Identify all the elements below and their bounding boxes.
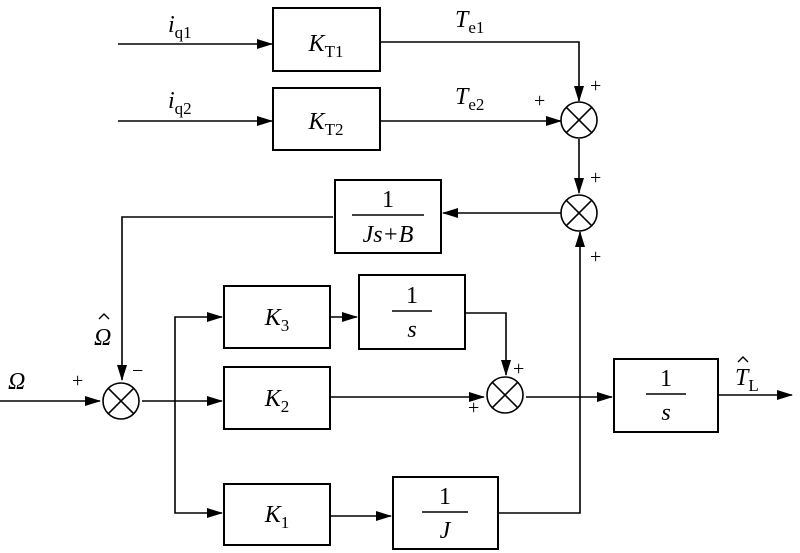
label-omega: Ω [8,369,25,395]
wire-omega-hat-feedback [117,216,333,381]
block-integrator-2: 1 s [613,358,719,433]
kt2-main: K [308,109,327,135]
k1-main: K [264,502,283,528]
label-te2: Te2 [455,84,484,114]
block-k1: K1 [223,483,331,546]
wire-branch-k1 [174,401,223,518]
sign-observer-top: + [513,358,524,380]
svg-text:KT2: KT2 [308,109,344,139]
sign-error-top: − [132,360,143,382]
block-kt1: KT1 [272,7,381,72]
wire-te1 [380,41,584,102]
label-te1: Te1 [455,7,484,37]
wire-inertia-to-sum2 [498,231,585,514]
sign-observer-left: + [468,397,479,419]
sign-sum2-bottom: + [590,246,601,268]
sum-junction-observer [486,376,524,414]
sign-error-left: + [72,370,83,392]
block-kt2: KT2 [272,87,381,151]
label-omega-hat: Ω [94,313,111,351]
signal-wires [0,39,793,521]
svg-text:TL: TL [735,365,759,395]
wire-branch-k3 [174,312,223,401]
svg-text:K2: K2 [264,386,290,416]
sign-sum1-top: + [590,75,601,97]
int2-numerator: 1 [660,366,672,392]
wire-int-to-sum3 [465,312,511,376]
k3-main: K [264,305,283,331]
sign-sum2-top: + [590,167,601,189]
kt2-sub: T2 [325,120,344,139]
int1-denominator: s [407,317,416,343]
k2-main: K [264,386,283,412]
label-iq1: iq1 [168,12,192,42]
k3-sub: 3 [281,316,290,335]
inertia-denominator: J [440,518,452,544]
svg-text:K3: K3 [264,305,290,335]
block-k2: K2 [223,366,331,430]
plant-numerator: 1 [382,187,394,213]
svg-text:K1: K1 [264,502,290,532]
block-k3: K3 [223,285,331,349]
sum-junction-torque [560,101,598,139]
kt1-sub: T1 [325,42,344,61]
block-integrator-1: 1 s [358,274,466,350]
sum-junction-load [560,194,598,232]
svg-text:KT1: KT1 [308,31,344,61]
sum-junction-error [102,382,140,420]
svg-text:Ω: Ω [94,325,111,351]
block-inertia: 1 J [392,476,499,550]
inertia-numerator: 1 [439,484,451,510]
block-plant: 1 Js+B [334,179,442,254]
k2-sub: 2 [281,397,290,416]
kt1-main: K [308,31,327,57]
int1-numerator: 1 [406,283,418,309]
label-iq2: iq2 [168,88,192,118]
label-tl-hat: TL [735,356,759,395]
int2-denominator: s [661,400,670,426]
plant-denominator: Js+B [363,222,414,248]
k1-sub: 1 [281,513,290,532]
sign-sum1-left: + [534,90,545,112]
